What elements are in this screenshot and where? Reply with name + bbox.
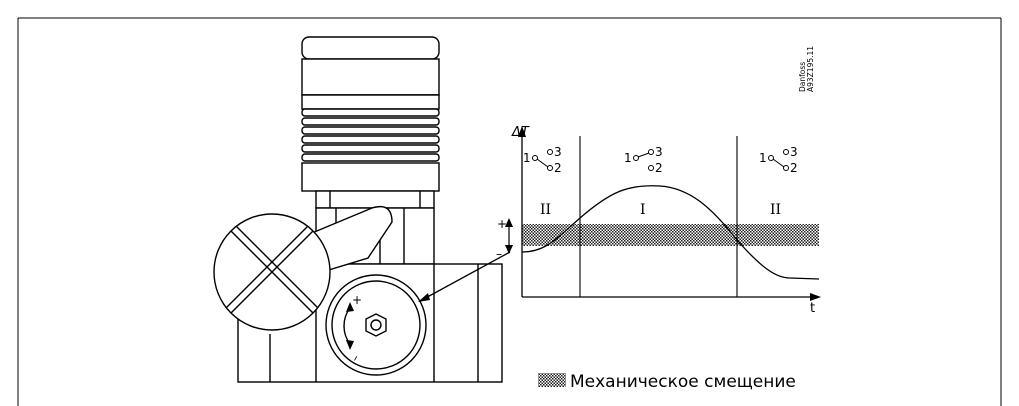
svg-text:1: 1 xyxy=(523,151,531,165)
svg-text:1: 1 xyxy=(624,151,632,165)
svg-text:3: 3 xyxy=(554,145,562,159)
neck-upper xyxy=(301,162,440,192)
thermostat-illustration xyxy=(213,36,503,383)
graph: + – ΔT t II I II 1 3 2 1 3 2 xyxy=(496,125,821,316)
y-axis-label: ΔT xyxy=(511,125,530,140)
dial-arrow-down xyxy=(346,340,354,350)
cap-top xyxy=(301,36,440,60)
pointer-arrowhead xyxy=(418,293,430,302)
bellows xyxy=(301,108,440,162)
svg-text:2: 2 xyxy=(655,161,663,175)
svg-text:2: 2 xyxy=(790,161,798,175)
legend-swatch xyxy=(538,373,566,387)
svg-text:3: 3 xyxy=(655,145,663,159)
offset-band xyxy=(522,224,819,246)
pointer-line xyxy=(419,251,511,302)
offset-minus: – xyxy=(496,247,502,261)
contact-symbol-right: 1 3 2 xyxy=(759,145,798,175)
dial-plus-label: + xyxy=(352,293,362,307)
cap-band-1 xyxy=(301,58,440,96)
neck-lower xyxy=(315,190,435,209)
cap-band-2 xyxy=(301,94,440,110)
temperature-curve xyxy=(521,185,820,280)
watermark: Danfoss A93Z195.11 xyxy=(798,46,815,92)
watermark-line2: A93Z195.11 xyxy=(806,46,815,92)
zone-label-right: II xyxy=(770,202,781,218)
x-axis-label: t xyxy=(810,301,815,316)
legend-label: Механическое смещение xyxy=(570,372,796,392)
contact-symbol-middle: 1 3 2 xyxy=(624,145,663,175)
svg-text:1: 1 xyxy=(759,151,767,165)
svg-text:2: 2 xyxy=(554,161,562,175)
zone-label-middle: I xyxy=(640,202,646,218)
contact-symbol-left: 1 3 2 xyxy=(523,145,562,175)
dial-arrow-up xyxy=(346,302,354,312)
svg-text:3: 3 xyxy=(790,145,798,159)
zone-label-left: II xyxy=(540,202,551,218)
watermark-line1: Danfoss xyxy=(798,62,807,92)
offset-plus: + xyxy=(497,217,507,231)
